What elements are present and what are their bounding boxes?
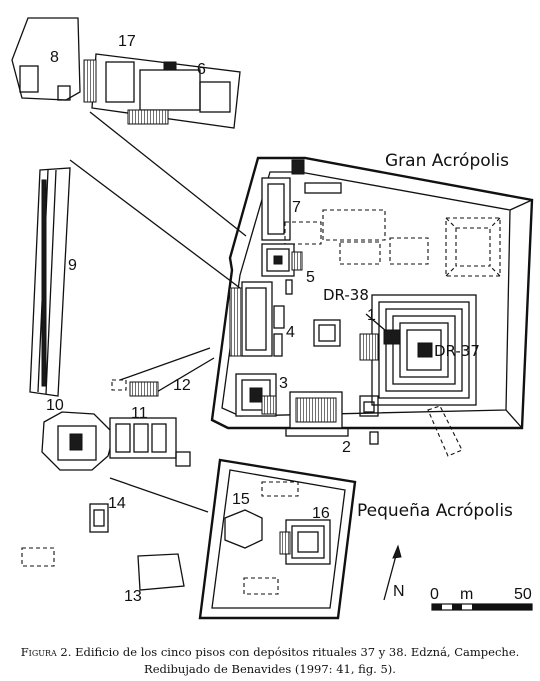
pequena-acropolis-title: Pequeña Acrópolis	[357, 501, 513, 521]
label-8: 8	[50, 49, 59, 66]
north-label: N	[393, 583, 405, 600]
structure-3	[235, 373, 277, 417]
label-14: 14	[108, 495, 126, 512]
structure-7	[261, 159, 342, 241]
structure-5	[261, 243, 303, 277]
north-arrow: N	[383, 544, 405, 601]
figure-label: Figura 2.	[20, 645, 72, 659]
structure-17-and-6	[83, 53, 241, 129]
structure-number-labels: 1 2 3 4 5 6 7 8 9 10 11 12 13 14 15 16 1…	[46, 33, 376, 605]
scale-unit: m	[460, 586, 473, 603]
causeways	[69, 111, 247, 513]
structure-4-gallery	[229, 279, 293, 357]
label-3: 3	[279, 375, 288, 392]
label-2: 2	[342, 439, 351, 456]
scale-start: 0	[430, 586, 439, 603]
dashed-structure-west	[21, 547, 55, 567]
label-15: 15	[232, 491, 250, 508]
label-10: 10	[46, 397, 64, 414]
label-1: 1	[367, 307, 376, 324]
dr37-label: DR-37	[434, 342, 480, 360]
figure-caption: Figura 2. Edificio de los cinco pisos co…	[0, 644, 540, 678]
deposit-dr37-marker	[417, 342, 433, 358]
label-9: 9	[68, 257, 77, 274]
pequena-acropolis-platform	[198, 458, 357, 620]
structure-15	[224, 509, 263, 549]
structure-1-five-storey-building	[359, 294, 477, 406]
dashed-structure-pa-1	[261, 481, 299, 497]
structure-16	[279, 519, 331, 565]
structure-2	[285, 391, 379, 445]
caption-line-1: Edificio de los cinco pisos con depósito…	[75, 645, 520, 659]
structure-11	[109, 417, 191, 467]
label-5: 5	[306, 269, 315, 286]
site-plan-map: 1 2 3 4 5 6 7 8 9 10 11 12 13 14 15 16 1…	[11, 17, 534, 620]
label-13: 13	[124, 588, 142, 605]
structure-14	[89, 503, 109, 533]
structure-10	[41, 411, 115, 471]
dashed-structure-pa-2	[243, 577, 279, 595]
label-17: 17	[118, 33, 136, 50]
dashed-structure-se	[427, 405, 463, 457]
dashed-structures-upper	[284, 209, 501, 277]
dr38-label: DR-38	[323, 286, 369, 304]
gran-acropolis-title: Gran Acrópolis	[385, 151, 509, 171]
label-4: 4	[286, 324, 295, 341]
label-6: 6	[197, 61, 206, 78]
scale-end: 50	[514, 586, 532, 603]
label-16: 16	[312, 505, 330, 522]
scale-bar: 0 m 50	[430, 586, 533, 611]
label-11: 11	[131, 405, 148, 422]
deposit-dr38-marker	[383, 329, 401, 345]
structure-9	[29, 167, 71, 397]
label-12: 12	[173, 377, 191, 394]
caption-line-2: Redibujado de Benavides (1997: 41, fig. …	[144, 662, 396, 676]
central-small-structure	[313, 319, 341, 347]
structure-12	[111, 379, 159, 397]
label-7: 7	[292, 199, 301, 216]
structure-13	[137, 553, 185, 591]
structure-8	[11, 17, 81, 101]
